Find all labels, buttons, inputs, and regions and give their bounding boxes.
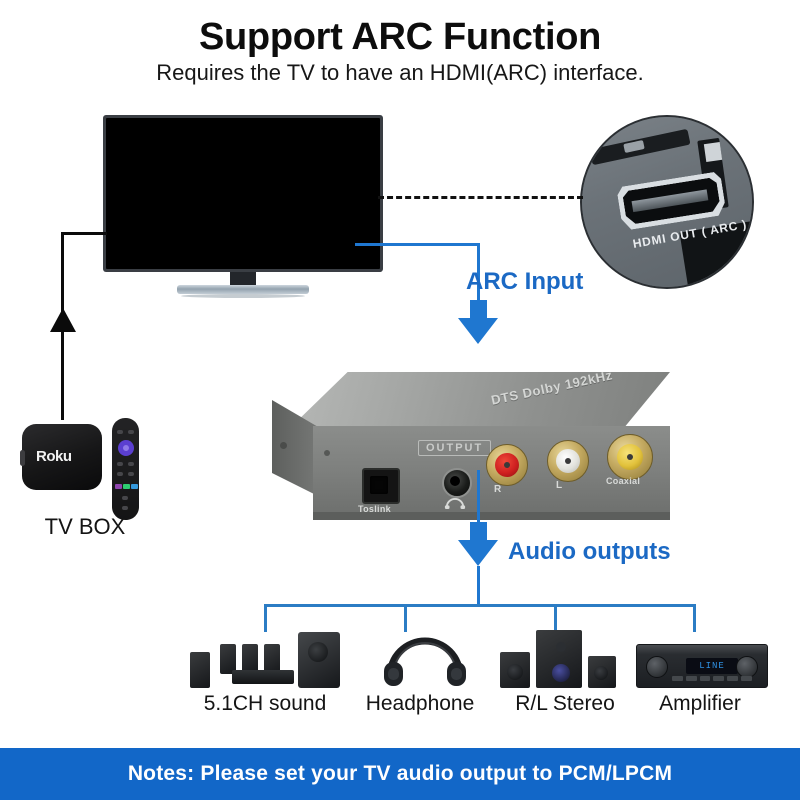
page-title: Support ARC Function bbox=[198, 16, 602, 58]
tvbox-cable-horizontal bbox=[61, 232, 107, 235]
remote-button bbox=[117, 430, 123, 434]
remote-shortcut-button bbox=[115, 484, 122, 489]
rca-right-pin bbox=[504, 462, 510, 468]
audio-output-arrow-stem bbox=[470, 522, 487, 544]
arc-cable-horizontal bbox=[355, 243, 480, 246]
remote-button bbox=[117, 472, 123, 476]
device-bottom-edge bbox=[313, 512, 670, 520]
arc-input-label: ARC Input bbox=[466, 268, 584, 295]
tvbox-cable-arrow-up bbox=[50, 308, 76, 332]
center-driver bbox=[552, 664, 570, 682]
remote-button bbox=[122, 496, 128, 500]
rca-right-label: R bbox=[494, 484, 502, 495]
audio-outputs-label: Audio outputs bbox=[508, 538, 671, 565]
notes-bar: Notes: Please set your TV audio output t… bbox=[0, 748, 800, 800]
satellite-speaker bbox=[190, 652, 210, 688]
surround-system-illustration bbox=[190, 630, 340, 688]
hdmi-port-detail-circle: HDMI OUT ( ARC ) bbox=[580, 115, 754, 289]
amplifier-button bbox=[699, 676, 711, 681]
coaxial-pin bbox=[627, 454, 633, 460]
stereo-speakers-illustration bbox=[500, 626, 620, 688]
amplifier-button bbox=[741, 676, 752, 681]
arc-cable-vertical bbox=[477, 243, 480, 315]
arc-arrow-stem bbox=[470, 300, 487, 322]
bus-drop-surround bbox=[264, 604, 267, 632]
roku-logo: Roku bbox=[36, 448, 72, 465]
hdmi-callout-dashed-line bbox=[378, 196, 583, 199]
remote-control-body bbox=[112, 418, 139, 520]
tv-box-body bbox=[22, 424, 102, 490]
amplifier-button-row bbox=[672, 676, 752, 681]
bus-drop-stereo bbox=[554, 604, 557, 632]
amplifier-display-text: LINE bbox=[699, 661, 725, 671]
satellite-speaker bbox=[242, 644, 258, 674]
tv-box-label: TV BOX bbox=[44, 514, 126, 539]
audio-output-arrow-head-down-icon bbox=[458, 540, 498, 566]
satellite-speaker bbox=[264, 644, 280, 674]
headphone-jack-opening bbox=[450, 476, 460, 486]
output-label-amplifier: Amplifier bbox=[659, 692, 741, 715]
bus-drop-headphone bbox=[404, 604, 407, 632]
remote-ok-button bbox=[123, 445, 129, 451]
stereo-right-driver bbox=[594, 666, 608, 680]
remote-button bbox=[128, 472, 134, 476]
remote-shortcut-button bbox=[131, 484, 138, 489]
stereo-left-driver bbox=[507, 664, 523, 680]
headphone-icon bbox=[444, 498, 466, 509]
headphone-illustration bbox=[384, 637, 466, 686]
amplifier-knob-left bbox=[646, 656, 668, 678]
audio-converter-device: DTS Dolby 192kHz OUTPUT Toslink R L Coax… bbox=[258, 367, 670, 532]
rca-left-label: L bbox=[556, 480, 563, 491]
arc-arrow-head-down-icon bbox=[458, 318, 498, 344]
toslink-port-label: Toslink bbox=[358, 504, 391, 514]
tv-side-slot-highlight bbox=[703, 141, 723, 163]
tv-box-side-indicator bbox=[20, 450, 25, 466]
remote-button bbox=[128, 430, 134, 434]
amplifier-knob-right bbox=[736, 656, 758, 678]
satellite-speaker bbox=[220, 644, 236, 674]
remote-button bbox=[122, 506, 128, 510]
amplifier-display: LINE bbox=[686, 658, 738, 674]
device-screw-left bbox=[280, 442, 287, 449]
coaxial-port bbox=[607, 434, 653, 480]
tv-stand-base bbox=[177, 285, 309, 294]
rca-port-left bbox=[547, 440, 589, 482]
audio-output-line-lower bbox=[477, 566, 480, 606]
headphone-jack-port bbox=[442, 468, 472, 498]
remote-button bbox=[117, 462, 123, 466]
center-tweeter bbox=[556, 642, 566, 652]
output-label-headphone: Headphone bbox=[365, 692, 475, 715]
amplifier-button bbox=[713, 676, 725, 681]
output-label-stereo: R/L Stereo bbox=[515, 692, 615, 715]
device-output-label: OUTPUT bbox=[418, 440, 492, 456]
center-channel-unit bbox=[232, 670, 294, 684]
subwoofer-driver bbox=[308, 642, 328, 662]
amplifier-button bbox=[685, 676, 697, 681]
amplifier-button bbox=[727, 676, 739, 681]
rca-port-right bbox=[486, 444, 528, 486]
toslink-port-opening bbox=[370, 476, 388, 494]
rca-left-pin bbox=[565, 458, 571, 464]
tv-illustration bbox=[103, 115, 383, 305]
device-top-panel bbox=[287, 372, 670, 430]
coaxial-label: Coaxial bbox=[606, 476, 641, 486]
amplifier-button bbox=[672, 676, 683, 681]
tv-screen bbox=[106, 118, 380, 269]
remote-shortcut-button bbox=[123, 484, 130, 489]
tv-bezel bbox=[103, 115, 383, 272]
output-label-surround: 5.1CH sound bbox=[203, 692, 327, 715]
page-subtitle: Requires the TV to have an HDMI(ARC) int… bbox=[156, 60, 644, 85]
tv-stand-shadow bbox=[181, 294, 305, 298]
remote-button bbox=[128, 462, 134, 466]
audio-output-line-upper bbox=[477, 470, 480, 532]
device-screw-right bbox=[324, 450, 330, 456]
notes-text: Notes: Please set your TV audio output t… bbox=[127, 762, 673, 785]
tv-stand-neck bbox=[230, 272, 256, 288]
bus-drop-amplifier bbox=[693, 604, 696, 632]
audio-output-bus-line bbox=[264, 604, 696, 607]
